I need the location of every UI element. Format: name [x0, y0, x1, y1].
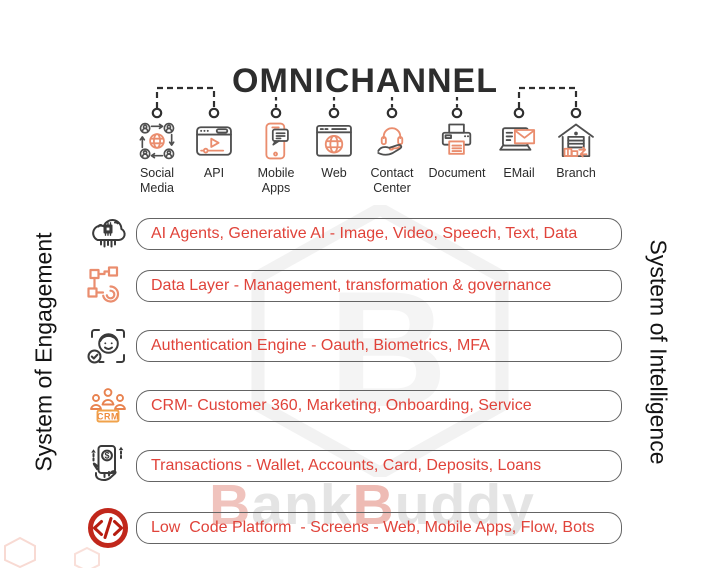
layer-box-low-code: Low Code Platform - Screens - Web, Mobil… [136, 512, 622, 544]
channel-email: EMail [487, 119, 551, 181]
crm-badge-text: CRM [97, 412, 119, 422]
layer-label: AI Agents, Generative AI - Image, Video,… [151, 225, 578, 242]
channel-label: Mobile Apps [257, 166, 295, 195]
authentication-icon [84, 322, 132, 370]
channel-branch: Branch [544, 119, 608, 181]
watermark-logo-letter: B [328, 257, 447, 441]
system-of-engagement-label: System of Engagement [30, 232, 57, 472]
social-media-icon [139, 122, 175, 160]
layer-box-ai-agents: AI Agents, Generative AI - Image, Video,… [136, 218, 622, 250]
layer-box-crm: CRM- Customer 360, Marketing, Onboarding… [136, 390, 622, 422]
watermark-part: B [352, 473, 395, 537]
document-icon [441, 123, 472, 155]
layer-box-transactions: Transactions - Wallet, Accounts, Card, D… [136, 450, 622, 482]
transactions-icon: $ [84, 442, 132, 490]
channel-web: Web [302, 119, 366, 181]
channel-document: Document [425, 119, 489, 181]
page-title: OMNICHANNEL [232, 62, 498, 100]
channel-contact-center: Contact Center [360, 119, 424, 196]
mobile-apps-icon [265, 122, 289, 160]
web-icon [316, 124, 352, 157]
ai-cloud-icon [84, 209, 132, 257]
data-layer-icon [84, 263, 132, 311]
connector-lines [151, 86, 582, 119]
channel-label: Document [428, 166, 486, 180]
channel-label: API [203, 166, 225, 180]
layer-label: Transactions - Wallet, Accounts, Card, D… [151, 457, 542, 474]
layer-label: Low Code Platform - Screens - Web, Mobil… [151, 519, 595, 536]
dollar-glyph: $ [104, 451, 109, 461]
contact-center-icon [377, 127, 404, 156]
channel-api: API [182, 119, 246, 181]
watermark-part: B [209, 473, 252, 537]
layer-box-authentication: Authentication Engine - Oauth, Biometric… [136, 330, 622, 362]
mini-hexagon-decoration [4, 536, 36, 568]
email-icon [499, 127, 536, 151]
system-of-intelligence-label: System of Intelligence [645, 239, 672, 465]
bankbuddy-hexagon-watermark: B [251, 205, 509, 477]
channel-mobile-apps: Mobile Apps [244, 119, 308, 196]
watermark-part: ank [251, 473, 353, 537]
branch-icon [558, 123, 594, 158]
channel-label: Web [321, 166, 347, 180]
layer-box-data-layer: Data Layer - Management, transformation … [136, 270, 622, 302]
bankbuddy-text-watermark: BankBuddy [209, 472, 535, 538]
channel-social-media: Social Media [125, 119, 189, 196]
crm-icon: CRM [84, 383, 132, 431]
layer-label: Data Layer - Management, transformation … [151, 277, 552, 294]
channel-label: Social Media [139, 166, 175, 195]
channel-label: EMail [503, 166, 535, 180]
channel-label: Branch [556, 166, 596, 180]
layer-label: Authentication Engine - Oauth, Biometric… [151, 337, 490, 354]
channel-label: Contact Center [370, 166, 414, 195]
watermark-part: uddy [394, 473, 535, 537]
layer-label: CRM- Customer 360, Marketing, Onboarding… [151, 397, 532, 414]
api-icon [196, 126, 232, 156]
mini-hexagon-decoration [74, 546, 100, 568]
low-code-icon [84, 504, 132, 552]
